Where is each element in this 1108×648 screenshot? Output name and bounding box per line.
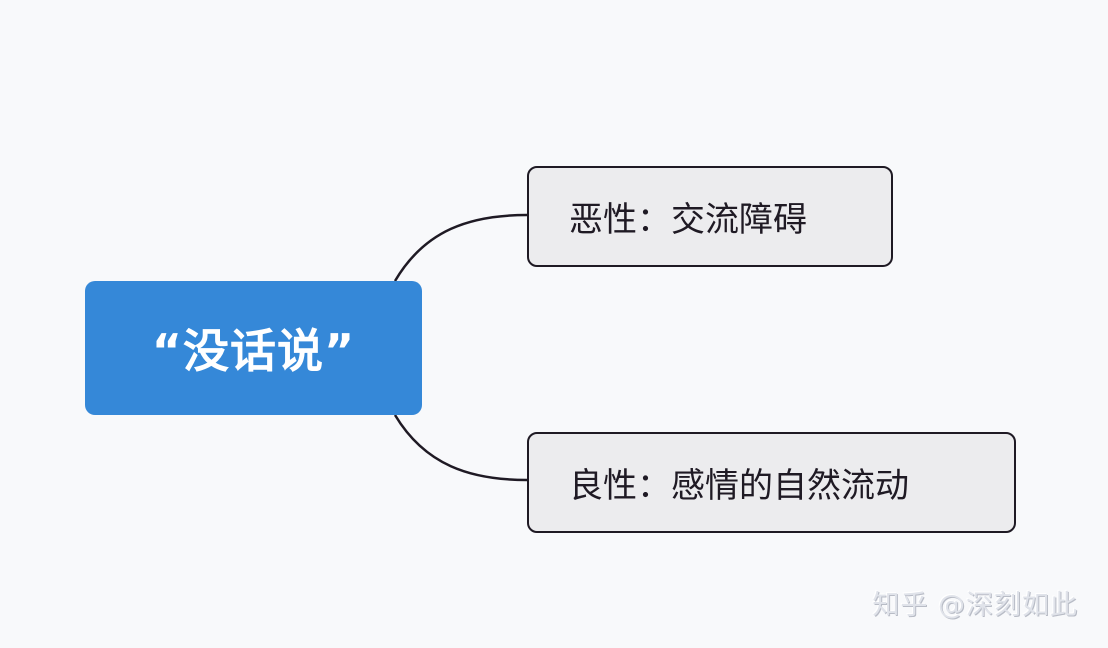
watermark: 知乎 @深刻如此 <box>872 590 1078 621</box>
connector-bottom <box>393 414 528 482</box>
branch-node-benign[interactable]: 良性：感情的自然流动 <box>527 432 1016 533</box>
connector-top <box>393 213 528 282</box>
root-node-label: “没话说” <box>151 324 356 378</box>
branch-node-label: 恶性：交流障碍 <box>569 200 807 240</box>
root-node[interactable]: “没话说” <box>85 281 422 415</box>
branch-node-malignant[interactable]: 恶性：交流障碍 <box>527 166 893 267</box>
branch-node-label: 良性：感情的自然流动 <box>569 466 909 506</box>
